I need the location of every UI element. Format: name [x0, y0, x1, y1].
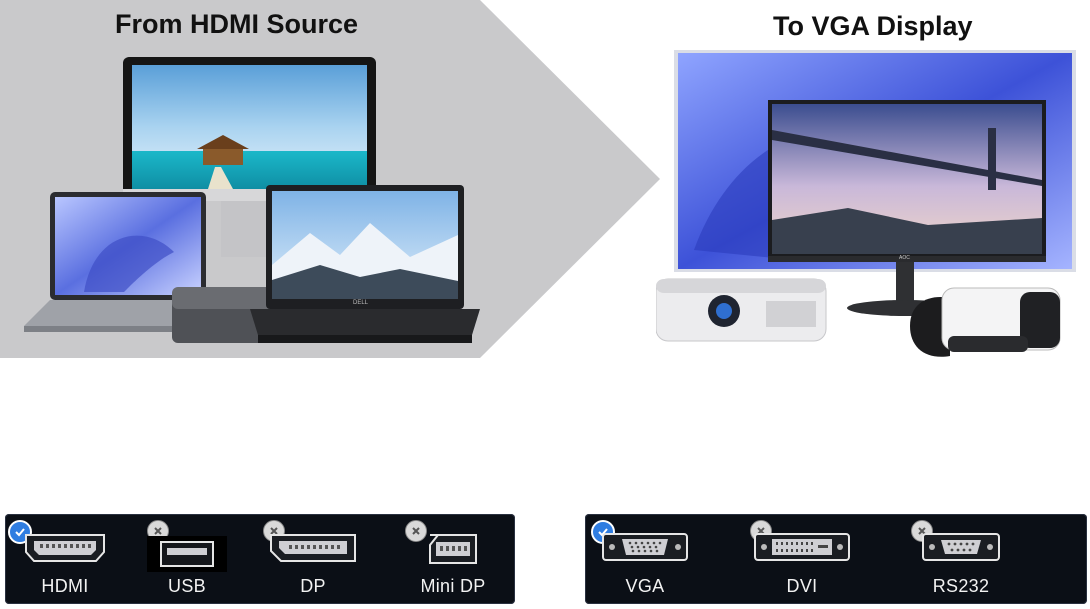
mini-pc-illustration: [172, 287, 278, 343]
input-ports-panel: HDMI USB: [5, 514, 515, 604]
hdmi-port-icon: [24, 532, 106, 569]
port-vga: VGA: [585, 514, 705, 604]
displayport-icon: [269, 532, 357, 569]
mini-displayport-icon: [428, 532, 478, 571]
laptop-right-illustration: DELL: [250, 185, 480, 343]
vr-headset-illustration: [910, 282, 1064, 362]
port-dvi: DVI: [740, 514, 864, 604]
port-hdmi: HDMI: [5, 514, 125, 604]
front-monitor-illustration: AOC: [768, 100, 1046, 318]
projector-illustration: [655, 275, 828, 343]
port-label-hdmi: HDMI: [41, 576, 89, 596]
source-heading: From HDMI Source: [115, 9, 359, 39]
monitor-brand-label: AOC: [899, 255, 910, 261]
output-ports-panel: VGA DVI: [585, 514, 1087, 604]
port-label-dvi: DVI: [786, 576, 818, 596]
check-icon: [8, 520, 32, 544]
imac-illustration: [123, 57, 376, 257]
vga-port-icon: [602, 532, 688, 567]
close-icon: [405, 520, 427, 542]
port-label-dp: DP: [300, 576, 326, 596]
usb-port-icon: [147, 536, 227, 577]
port-label-vga: VGA: [625, 576, 665, 596]
port-label-mini-dp: Mini DP: [420, 576, 486, 596]
dvi-port-icon: [754, 532, 850, 567]
port-mini-dp: Mini DP: [393, 514, 513, 604]
port-rs232: RS232: [901, 514, 1021, 604]
port-usb: USB: [127, 514, 247, 604]
port-dp: DP: [253, 514, 373, 604]
rs232-port-icon: [922, 532, 1000, 567]
port-label-usb: USB: [168, 576, 206, 596]
display-heading: To VGA Display: [773, 11, 973, 41]
laptop-brand-label: DELL: [353, 300, 369, 306]
laptop-left-illustration: [24, 192, 214, 338]
port-label-rs232: RS232: [932, 576, 990, 596]
